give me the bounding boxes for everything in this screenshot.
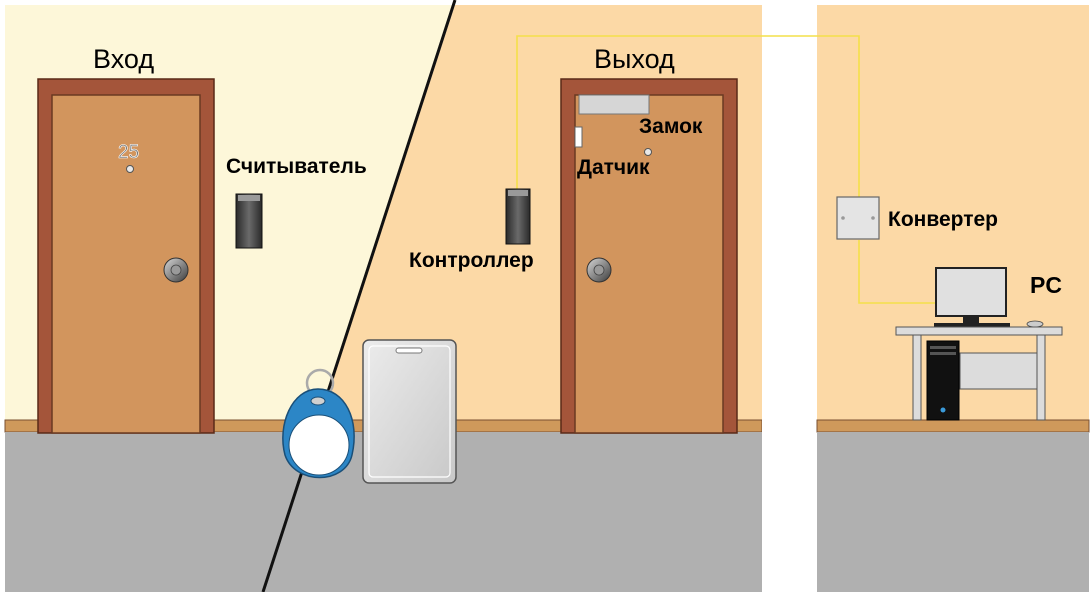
label-entrance: Вход [93, 44, 154, 74]
label-pc: PC [1030, 272, 1062, 298]
exit-door-peephole [644, 148, 652, 156]
monitor-screen [935, 267, 1007, 317]
controller-device [505, 188, 531, 245]
entrance-door: 25 [37, 78, 215, 434]
label-converter: Конвертер [888, 208, 998, 231]
label-controller: Контроллер [409, 249, 534, 272]
converter-box [836, 196, 880, 240]
mouse [1026, 320, 1044, 328]
server-room-baseboard [816, 419, 1090, 433]
label-exit: Выход [594, 44, 675, 74]
entrance-door-knob-center [170, 264, 182, 276]
exit-door-knob-center [593, 264, 605, 276]
monitor-stand [963, 316, 979, 324]
keyboard [934, 323, 1010, 327]
rfid-keyfob [282, 368, 355, 479]
server-room-floor [817, 432, 1089, 592]
reader-device [235, 193, 263, 249]
desk-top [895, 326, 1063, 336]
door-peephole [126, 165, 134, 173]
lock-device [578, 94, 650, 115]
label-sensor: Датчик [577, 156, 650, 179]
desk-drawer [959, 352, 1038, 390]
desk-leg-right [1036, 334, 1046, 421]
desk-leg-left [912, 334, 922, 421]
label-reader: Считыватель [226, 155, 367, 178]
pc-workstation [895, 267, 1063, 421]
data-cable [516, 35, 860, 200]
proximity-card [362, 339, 457, 484]
data-cable-pc [858, 240, 936, 304]
pc-power-led [940, 407, 946, 413]
exit-door [560, 78, 738, 434]
door-number: 25 [118, 142, 139, 163]
sensor-device [574, 126, 583, 148]
zone-divider-line [261, 0, 457, 592]
label-lock: Замок [639, 115, 703, 138]
